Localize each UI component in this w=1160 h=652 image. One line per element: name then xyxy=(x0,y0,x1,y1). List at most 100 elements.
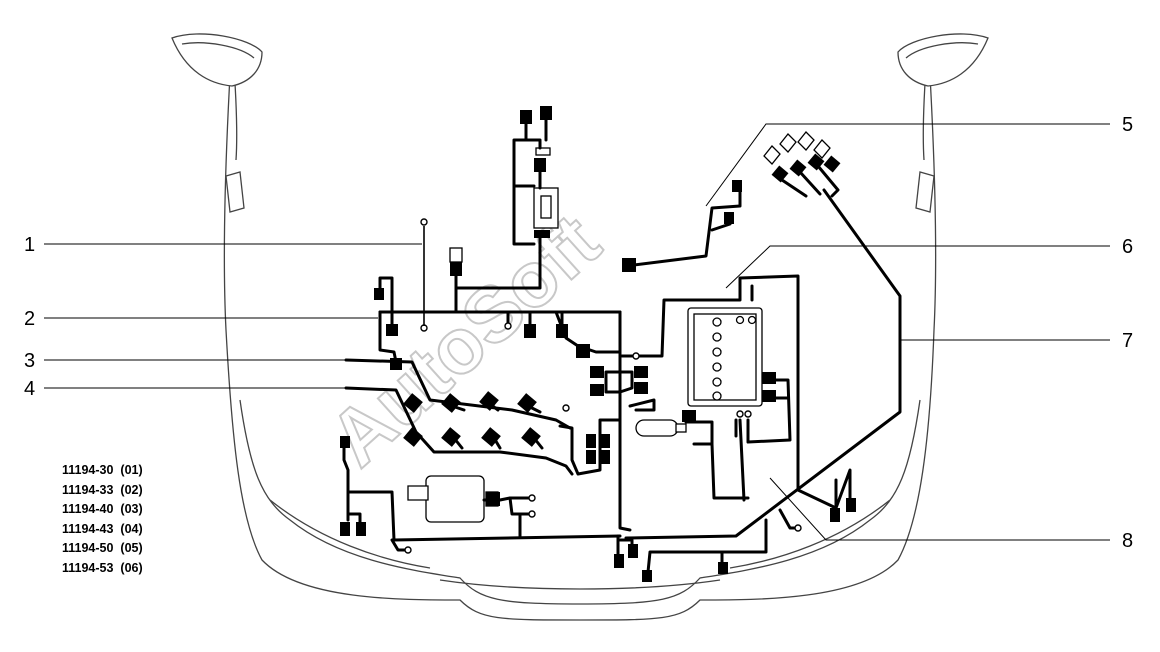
callout-2: 2 xyxy=(24,308,35,330)
battery-cell xyxy=(712,362,722,372)
harness-main-bar-left-drop xyxy=(378,310,398,364)
harness-starter-lead xyxy=(684,420,714,446)
harness-starter-lead xyxy=(710,442,750,500)
ring-terminal xyxy=(504,322,512,330)
right-mirror-glass xyxy=(905,42,979,59)
leader-8 xyxy=(769,477,1110,541)
callout-8: 8 xyxy=(1122,530,1133,552)
right-mirror xyxy=(897,33,989,87)
legend-code: 11194-40 xyxy=(62,502,114,516)
harness-washer-lead xyxy=(508,496,532,516)
harness-headlamp-branch xyxy=(798,170,822,196)
harness-branch xyxy=(604,370,622,394)
connector xyxy=(590,384,604,396)
legend-variant: (01) xyxy=(120,463,143,477)
left-wheel-arch xyxy=(269,499,431,569)
battery-terminal xyxy=(747,315,757,325)
legend-code: 11194-33 xyxy=(62,482,114,497)
connector xyxy=(762,390,776,402)
harness-relay-feed xyxy=(624,184,742,268)
harness-relay-branch xyxy=(512,184,536,246)
mirrors xyxy=(171,33,989,213)
headlamp-connector xyxy=(789,159,807,177)
connector xyxy=(586,434,596,448)
harness-branch xyxy=(558,418,622,476)
injector-plug xyxy=(481,427,501,447)
harness-branch-left-top xyxy=(378,276,394,328)
harness-lower-right xyxy=(796,468,852,510)
bulb-socket xyxy=(797,131,815,151)
harness-lower-left xyxy=(342,438,350,522)
washer-neck xyxy=(407,485,429,501)
harness-trunk-vertical xyxy=(618,310,632,532)
callout-4: 4 xyxy=(24,378,35,400)
connector xyxy=(524,324,536,338)
connector xyxy=(556,324,568,338)
legend-variant: (03) xyxy=(120,502,143,516)
injector-plug xyxy=(521,427,541,447)
callout-5: 5 xyxy=(1122,114,1133,136)
harness-riser xyxy=(454,234,542,314)
leader-lines xyxy=(44,123,1110,541)
starter-end xyxy=(675,423,687,433)
connectors xyxy=(340,106,856,582)
callout-1: 1 xyxy=(24,234,35,256)
connector xyxy=(724,212,734,224)
injector-plug xyxy=(479,391,499,411)
legend-variant: (05) xyxy=(120,541,143,555)
body-outline-main xyxy=(223,39,937,621)
body-outline-inner xyxy=(239,399,921,605)
callout-7: 7 xyxy=(1122,330,1133,352)
starter-motor xyxy=(635,419,687,437)
washer-tank xyxy=(425,475,485,523)
ring-terminal xyxy=(736,410,744,418)
harness-relay-branch xyxy=(512,138,542,188)
headlamp-plugs xyxy=(763,131,831,165)
harness-lower-left xyxy=(346,512,362,526)
callout-6: 6 xyxy=(1122,236,1133,258)
connector xyxy=(634,366,648,378)
legend-code: 11194-50 xyxy=(62,541,114,555)
connector xyxy=(614,554,624,568)
harness-battery-right xyxy=(746,378,792,444)
connector xyxy=(386,324,398,336)
connector xyxy=(356,522,366,536)
left-door-handle xyxy=(225,171,245,213)
connector xyxy=(622,258,636,272)
harness-branch xyxy=(618,370,634,394)
connector xyxy=(762,372,776,384)
connector xyxy=(642,570,652,582)
connector xyxy=(586,450,596,464)
ring-terminal xyxy=(404,546,412,554)
battery-cell xyxy=(712,317,722,327)
connector xyxy=(590,366,604,378)
harness-headlamp-branch xyxy=(816,164,840,198)
connector xyxy=(340,522,350,536)
callout-3: 3 xyxy=(24,350,35,372)
relay-tab xyxy=(535,147,551,156)
battery-cell xyxy=(712,377,722,387)
connector xyxy=(830,508,840,522)
legend-row: 11194-53 (06) xyxy=(62,559,143,579)
connector xyxy=(486,492,500,506)
connector xyxy=(600,450,610,464)
front-bumper-curve xyxy=(439,579,721,590)
starter-body xyxy=(635,419,679,437)
connector xyxy=(540,106,552,120)
right-wheel-arch xyxy=(729,499,891,569)
connector xyxy=(628,544,638,558)
connector xyxy=(634,382,648,394)
left-mirror xyxy=(171,33,263,87)
harness-diagonal-main xyxy=(624,188,902,540)
connector xyxy=(534,158,546,172)
battery-top xyxy=(693,313,757,401)
legend-code: 11194-53 xyxy=(62,560,114,575)
battery-terminal xyxy=(735,315,745,325)
connector xyxy=(682,410,696,422)
legend-code: 11194-43 xyxy=(62,521,114,536)
ring-terminal xyxy=(562,404,570,412)
legend-row: 11194-33 (02) xyxy=(62,481,143,501)
battery-case xyxy=(687,307,763,407)
legend-variant: (06) xyxy=(120,560,143,575)
connector xyxy=(576,344,590,358)
